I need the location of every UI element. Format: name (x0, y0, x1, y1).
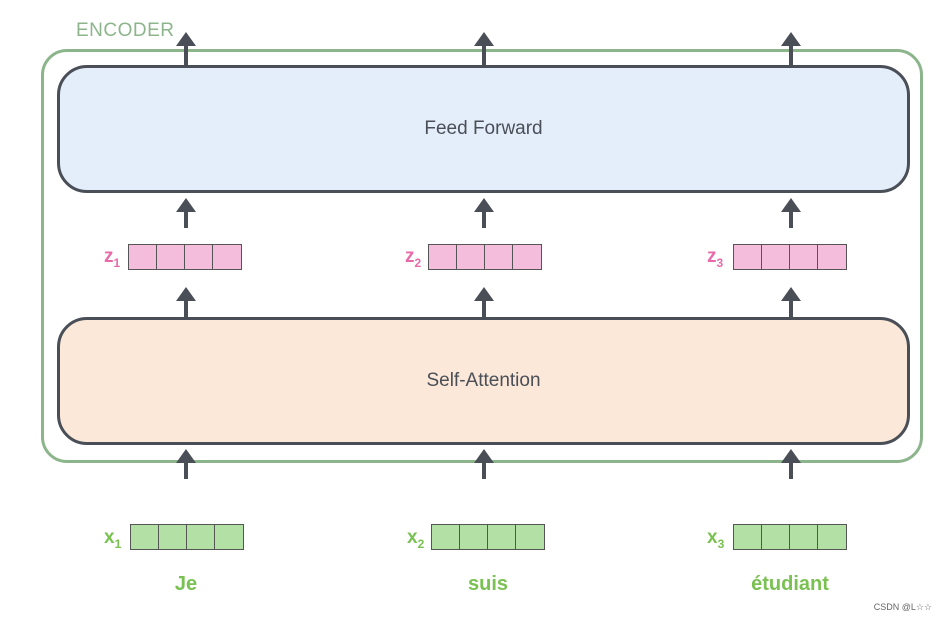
watermark: CSDN @L☆☆ (873, 602, 932, 612)
z3-vector (733, 244, 847, 270)
x3-label: x3 (707, 527, 725, 551)
input-arrow (781, 449, 801, 479)
x1-vector (130, 524, 244, 550)
encoder-title: ENCODER (76, 20, 175, 41)
feed-forward-label: Feed Forward (424, 118, 543, 139)
input-word-je: Je (174, 573, 198, 595)
self-attention-label: Self-Attention (426, 370, 541, 391)
z2-vector (428, 244, 542, 270)
z1-label: z1 (104, 246, 121, 270)
x2-vector (431, 524, 545, 550)
x2-label: x2 (407, 527, 425, 551)
output-arrow (474, 32, 494, 65)
z-to-ffn-arrow (176, 198, 196, 228)
x3-vector (733, 524, 847, 550)
attention-to-z-arrow (781, 287, 801, 317)
input-arrow (474, 449, 494, 479)
input-word-suis: suis (467, 573, 509, 595)
output-arrow (781, 32, 801, 65)
z-to-ffn-arrow (781, 198, 801, 228)
z3-label: z3 (707, 246, 724, 270)
input-arrow (176, 449, 196, 479)
z-to-ffn-arrow (474, 198, 494, 228)
attention-to-z-arrow (176, 287, 196, 317)
attention-to-z-arrow (474, 287, 494, 317)
feed-forward-block: Feed Forward (57, 65, 910, 193)
output-arrow (176, 32, 196, 65)
z1-vector (128, 244, 242, 270)
self-attention-block: Self-Attention (57, 317, 910, 445)
z2-label: z2 (405, 246, 422, 270)
x1-label: x1 (104, 527, 122, 551)
input-word-etudiant: étudiant (751, 573, 829, 595)
